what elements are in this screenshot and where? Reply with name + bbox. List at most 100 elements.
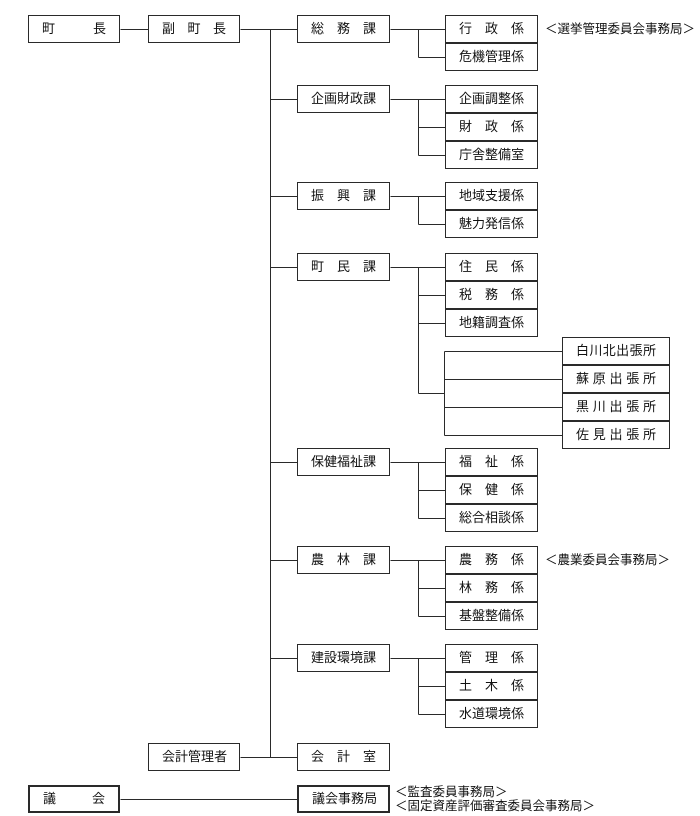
org-node-label-char: 務 (336, 21, 350, 37)
org-node-label-char: 財 (459, 119, 473, 135)
org-node-label-char: 北 (602, 343, 616, 359)
org-node-label-char: 発 (485, 216, 499, 232)
org-node-water-environment-section: 水道環境係 (445, 700, 538, 728)
org-node-label-char: 所 (642, 343, 656, 359)
org-node-label-char: 副 (162, 21, 176, 37)
org-node-sami-branch: 佐見出張所 (562, 421, 670, 449)
org-node-label-char: 町 (42, 21, 56, 37)
org-node-label-char: 町 (187, 21, 201, 37)
org-node-shirakawakita-branch: 白川北出張所 (562, 337, 670, 365)
org-node-label-char: 備 (498, 608, 512, 624)
org-node-label-char: 者 (214, 749, 228, 765)
org-node-label-char: 課 (362, 259, 376, 275)
annotation-line: ＜監査委員事務局＞ (395, 784, 508, 799)
org-node-label-char: 民 (336, 259, 350, 275)
org-node-deputy-mayor: 副町長 (148, 15, 240, 43)
org-node-label-char: 地 (459, 188, 473, 204)
org-node-label-char: 出 (609, 371, 623, 387)
org-node-label-char: 係 (510, 287, 524, 303)
org-node-label-char: 政 (484, 21, 498, 37)
org-node-label-char: 理 (484, 650, 498, 666)
annotation-council-secretariat: ＜監査委員事務局＞＜固定資産評価審査委員会事務局＞ (395, 785, 595, 813)
org-node-planning-finance-division: 企画財政課 (297, 85, 390, 113)
org-node-mayor: 町長 (28, 15, 120, 43)
org-node-crisis-management-section: 危機管理係 (445, 43, 538, 71)
org-node-label-char: 建 (311, 650, 325, 666)
org-node-label-char: 調 (485, 91, 499, 107)
org-node-label-char: 管 (485, 49, 499, 65)
org-node-label-char: 調 (485, 315, 499, 331)
org-node-label-char: 盤 (472, 608, 486, 624)
org-node-label-char: 課 (363, 454, 377, 470)
org-node-label-char: 張 (626, 371, 640, 387)
org-node-label-char: 環 (485, 706, 499, 722)
org-node-general-consultation-section: 総合相談係 (445, 504, 538, 532)
org-node-label-char: 係 (510, 552, 524, 568)
org-node-label-char: 会 (162, 749, 176, 765)
org-node-label-char: 長 (212, 21, 226, 37)
org-node-label-char: 課 (362, 21, 376, 37)
org-node-label-char: 係 (511, 49, 525, 65)
org-node-label-char: 基 (459, 608, 473, 624)
org-node-label-char: 財 (337, 91, 351, 107)
org-node-label-char: 蘇 (576, 371, 590, 387)
org-node-label-char: 張 (629, 343, 643, 359)
org-node-label-char: 係 (510, 580, 524, 596)
org-node-label-char: 会 (311, 749, 325, 765)
org-node-label-char: 政 (350, 91, 364, 107)
org-node-label-char: 木 (484, 678, 498, 694)
org-node-label-char: 長 (92, 21, 106, 37)
org-node-label-char: 境 (350, 650, 364, 666)
org-node-label-char: 健 (324, 454, 338, 470)
org-node-health-section: 保健係 (445, 476, 538, 504)
org-node-label-char: 振 (311, 188, 325, 204)
org-node-label-char: 地 (459, 315, 473, 331)
org-node-label-char: 議 (312, 791, 326, 807)
org-node-label-char: 林 (336, 552, 350, 568)
org-node-label-char: 企 (459, 91, 473, 107)
org-node-label-char: 係 (511, 706, 525, 722)
org-node-label-char: 係 (511, 510, 525, 526)
org-node-label-char: 室 (362, 749, 376, 765)
org-node-label-char: 議 (43, 791, 57, 807)
org-node-civil-engineering-section: 土木係 (445, 672, 538, 700)
org-node-label-char: 課 (362, 188, 376, 204)
org-node-infrastructure-section: 基盤整備係 (445, 602, 538, 630)
org-node-label-char: 福 (459, 454, 473, 470)
org-node-label-char: 係 (510, 482, 524, 498)
org-node-label-char: 室 (511, 147, 525, 163)
org-node-label-char: 行 (459, 21, 473, 37)
org-node-label-char: 興 (336, 188, 350, 204)
org-node-label-char: 保 (311, 454, 325, 470)
org-node-label-char: 川 (589, 343, 603, 359)
org-node-label-char: 所 (642, 427, 656, 443)
org-node-label-char: 庁 (459, 147, 473, 163)
annotation-line: ＜農業委員会事務局＞ (545, 552, 671, 567)
org-node-accounting-manager: 会計管理者 (148, 743, 240, 771)
org-node-kurokawa-branch: 黒川出張所 (562, 393, 670, 421)
org-node-label-char: 黒 (576, 399, 590, 415)
org-node-label-char: 所 (642, 371, 656, 387)
org-node-construction-environment-division: 建設環境課 (297, 644, 390, 672)
org-node-label-char: 整 (485, 608, 499, 624)
org-node-label-char: 課 (363, 650, 377, 666)
org-node-general-affairs-division: 総務課 (297, 15, 390, 43)
org-node-label-char: 管 (459, 650, 473, 666)
org-node-label-char: 課 (362, 552, 376, 568)
org-node-label-char: 支 (485, 188, 499, 204)
org-node-administration-section: 行政係 (445, 15, 538, 43)
org-node-label-char: 農 (311, 552, 325, 568)
org-node-label-char: 総 (311, 21, 325, 37)
org-node-label-char: 課 (363, 91, 377, 107)
annotation-agriculture-section: ＜農業委員会事務局＞ (545, 553, 670, 567)
org-node-government-building-office: 庁舎整備室 (445, 141, 538, 169)
org-node-label-char: 佐 (576, 427, 590, 443)
org-node-label-char: 局 (364, 791, 378, 807)
org-node-label-char: 会 (91, 791, 105, 807)
org-node-label-char: 白 (576, 343, 590, 359)
org-node-label-char: 援 (498, 188, 512, 204)
org-node-label-char: 水 (459, 706, 473, 722)
org-node-label-char: 税 (459, 287, 473, 303)
org-node-label-char: 係 (510, 650, 524, 666)
org-node-regional-support-section: 地域支援係 (445, 182, 538, 210)
